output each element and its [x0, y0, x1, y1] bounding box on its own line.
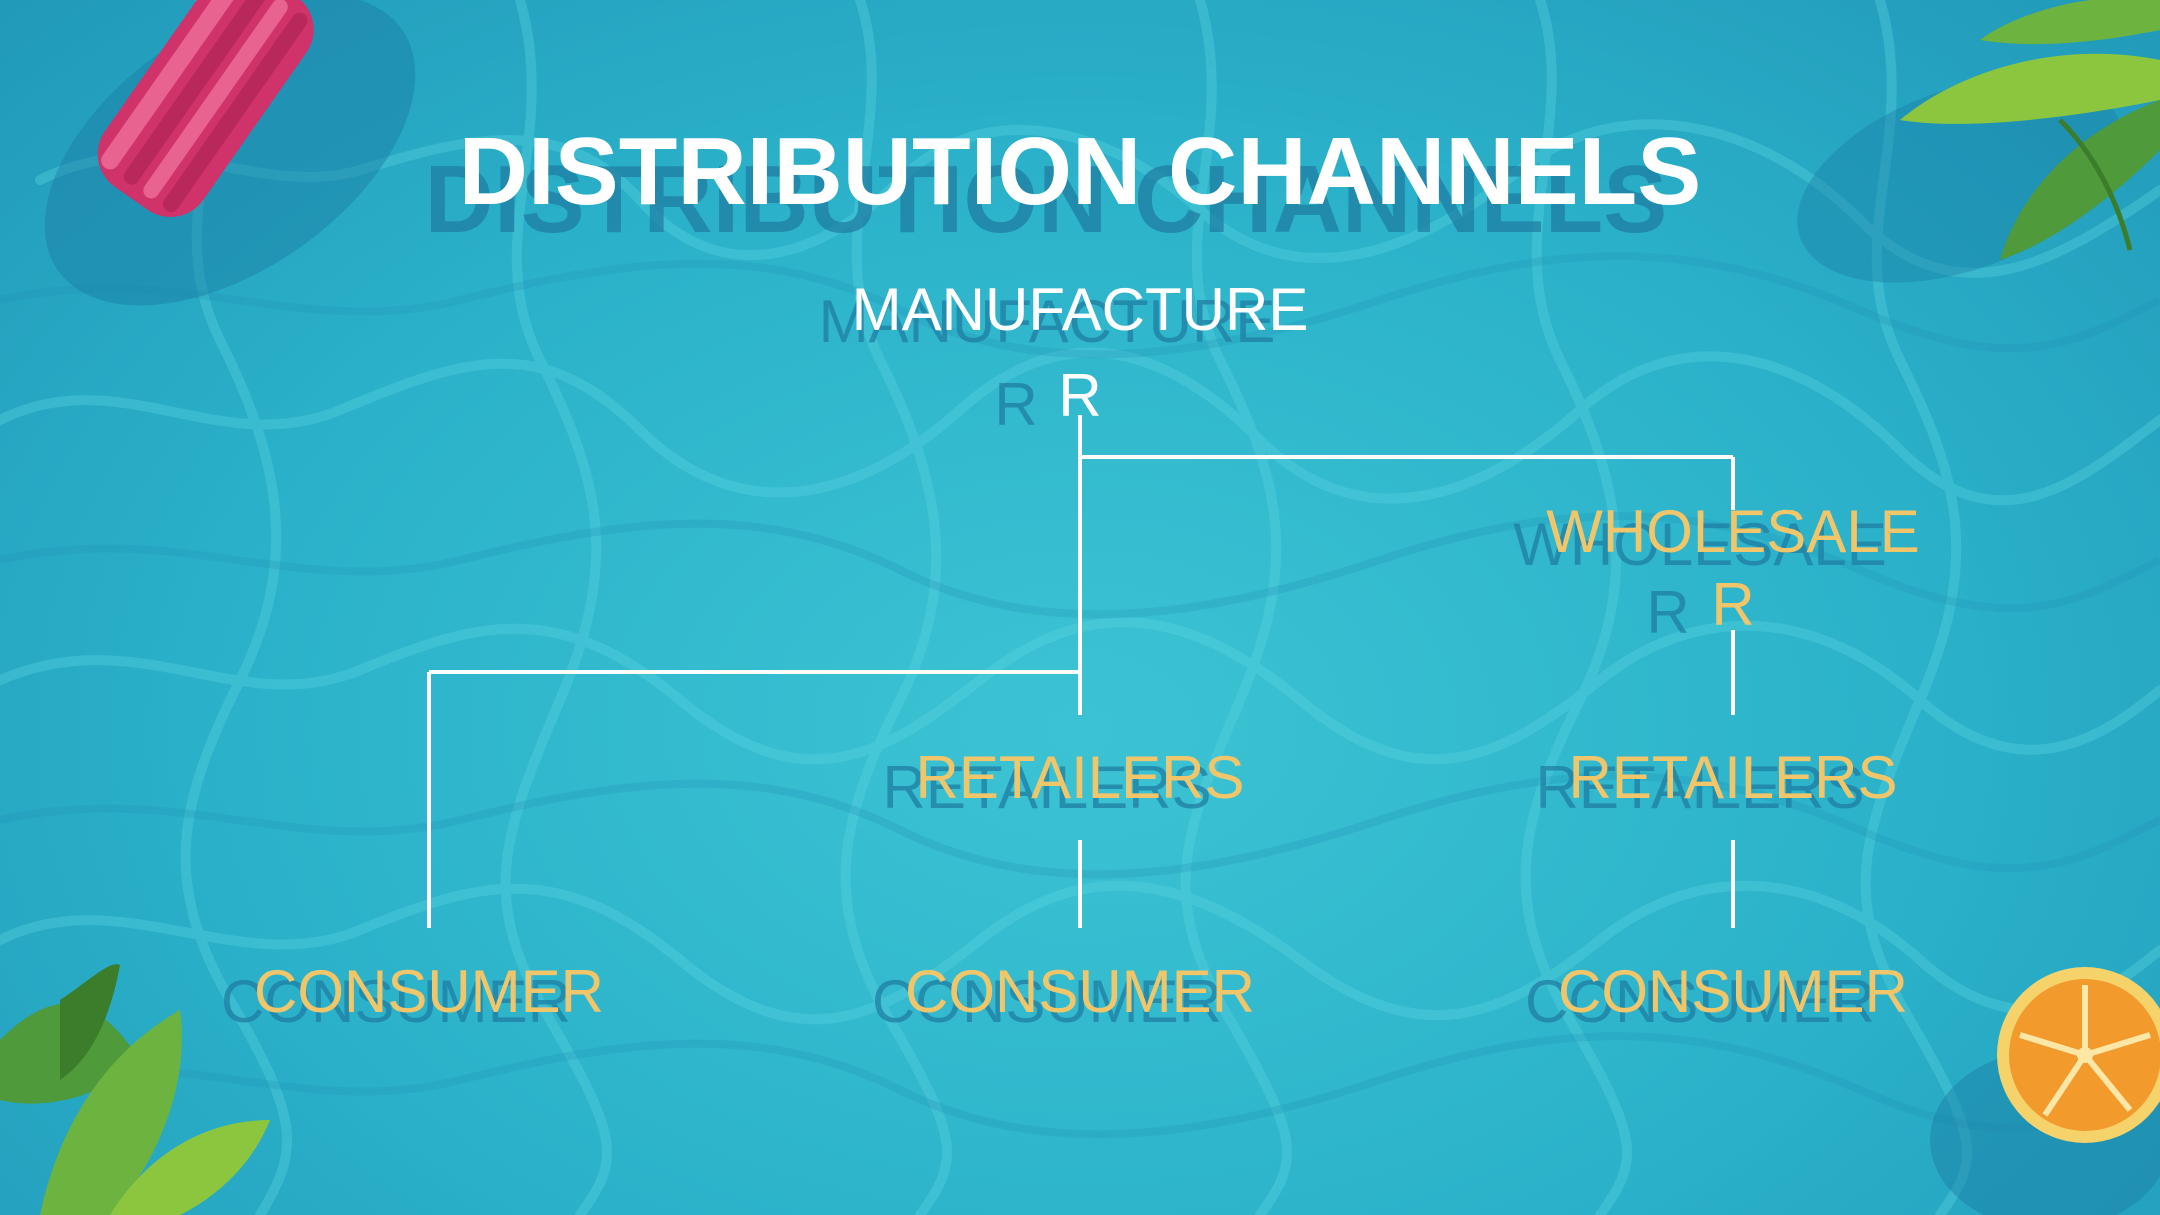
- manufacturer-label: MANUFACTURE: [851, 276, 1309, 343]
- consumer-1-label-shadow: CONSUMER: [220, 968, 572, 1035]
- palm-leaf-top-right-icon: [1797, 0, 2160, 283]
- retailers-1-label-shadow: RETAILERS: [882, 754, 1212, 821]
- consumer-1-label: CONSUMER: [253, 958, 605, 1025]
- wholesaler-label: WHOLESALE: [1546, 498, 1920, 565]
- consumer-2-label: CONSUMER: [904, 958, 1256, 1025]
- manufacturer-label-shadow: MANUFACTURE: [818, 288, 1276, 355]
- retailers-2-label-shadow: RETAILERS: [1535, 754, 1865, 821]
- retailers-1-label: RETAILERS: [915, 744, 1245, 811]
- orange-slice-icon: [1930, 967, 2160, 1215]
- consumer-3-label-shadow: CONSUMER: [1524, 968, 1876, 1035]
- palm-leaf-bottom-left-icon: [0, 964, 270, 1215]
- page-title: DISTRIBUTION CHANNELS: [458, 118, 1702, 225]
- wholesaler-label-cont: R: [1711, 571, 1755, 638]
- page-title-shadow: DISTRIBUTION CHANNELS: [424, 146, 1668, 253]
- manufacturer-label-cont-shadow: R: [994, 371, 1038, 438]
- pool-float-icon: [44, 0, 416, 306]
- manufacturer-label-cont: R: [1058, 362, 1102, 429]
- wholesaler-label-shadow: WHOLESALE: [1513, 511, 1887, 578]
- consumer-2-label-shadow: CONSUMER: [871, 968, 1223, 1035]
- consumer-3-label: CONSUMER: [1557, 958, 1909, 1025]
- retailers-2-label: RETAILERS: [1568, 744, 1898, 811]
- wholesaler-label-cont-shadow: R: [1646, 579, 1690, 646]
